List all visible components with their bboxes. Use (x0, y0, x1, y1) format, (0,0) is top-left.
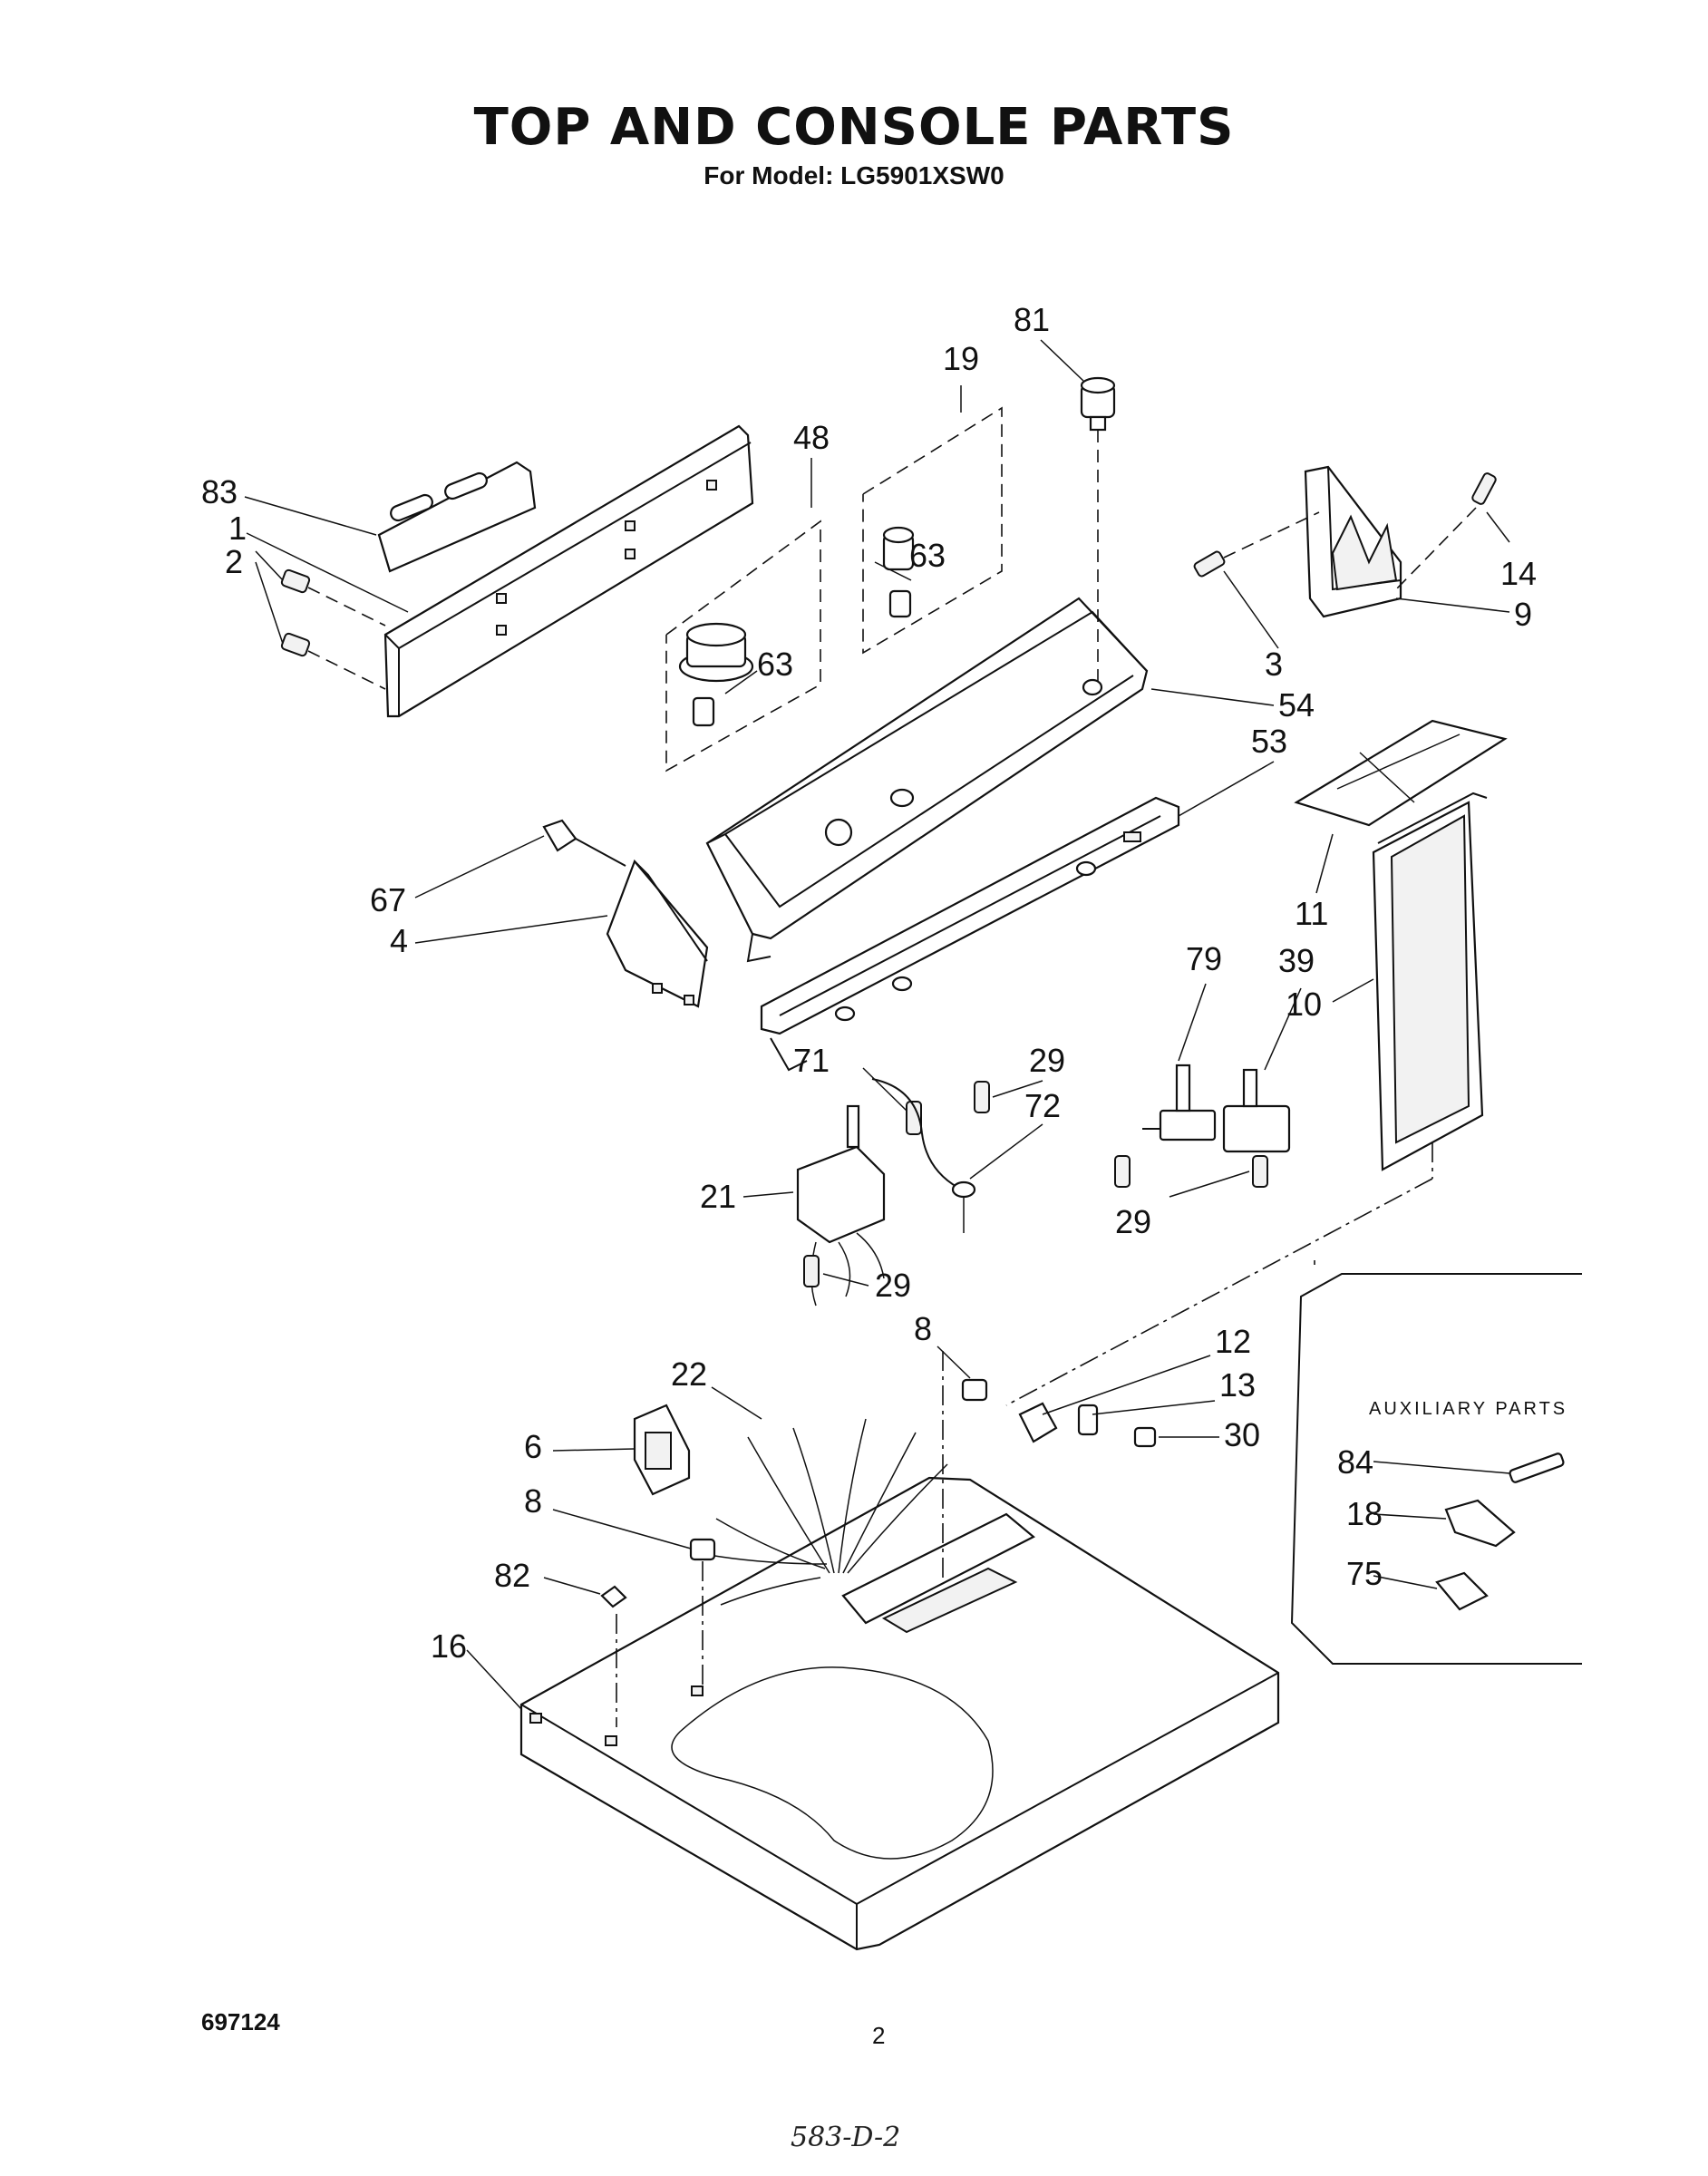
callout-81: 81 (1014, 301, 1050, 338)
callout-labels: 81 19 48 83 1 2 63 63 14 9 3 54 53 67 4 … (201, 301, 1567, 1665)
callout-72: 72 (1024, 1087, 1061, 1124)
document-number: 697124 (201, 2008, 280, 2035)
part-21-timer-motor (796, 1104, 886, 1307)
auxiliary-parts-panel (1290, 1273, 1582, 1665)
leader-lines (244, 339, 1510, 1727)
part-19-knob-group (862, 406, 1003, 655)
page-number: 2 (872, 2022, 886, 2049)
part-72-ground-wire (871, 1078, 976, 1233)
part-79-switch (1142, 1064, 1217, 1141)
part-22-wire-harness (708, 1418, 948, 1606)
callout-53: 53 (1251, 723, 1287, 760)
callout-22: 22 (671, 1355, 707, 1393)
callout-63-upper: 63 (909, 537, 946, 574)
part-39-switch (1222, 1068, 1291, 1153)
part-71-screw (906, 1101, 922, 1135)
part-11-lint-cover (1294, 719, 1508, 827)
callout-4: 4 (390, 922, 408, 959)
callout-82: 82 (494, 1557, 530, 1594)
part-12-bracket (1018, 1402, 1058, 1443)
part-2-screws (280, 568, 386, 690)
part-83-bracket (377, 461, 537, 573)
callout-10: 10 (1286, 986, 1322, 1023)
callout-9: 9 (1514, 596, 1532, 633)
callout-29-lower: 29 (875, 1267, 911, 1304)
callout-67: 67 (370, 881, 406, 918)
part-81-knob (1080, 376, 1116, 685)
part-4-end-cap (606, 859, 709, 1008)
part-54-console (705, 597, 1149, 963)
part-84-terminal (1509, 1452, 1565, 1483)
page-title: TOP AND CONSOLE PARTS (473, 98, 1235, 157)
callout-75: 75 (1346, 1555, 1383, 1592)
callout-19: 19 (943, 340, 979, 377)
callout-29-upper: 29 (1029, 1042, 1065, 1079)
part-53-console-base (760, 796, 1180, 1072)
callout-8-upper: 8 (914, 1310, 932, 1347)
callout-29-right: 29 (1115, 1203, 1151, 1240)
part-29-screws (803, 1081, 1268, 1287)
part-3-screw (1193, 511, 1320, 578)
callout-13: 13 (1219, 1366, 1256, 1404)
part-75-connector (1435, 1571, 1489, 1611)
auxiliary-parts-title: AUXILIARY PARTS (1369, 1399, 1567, 1419)
part-1-rear-panel (383, 424, 754, 718)
callout-21: 21 (700, 1178, 736, 1215)
model-subtitle: For Model: LG5901XSW0 (704, 161, 1004, 189)
callout-71: 71 (793, 1042, 830, 1079)
part-18-terminal (1444, 1499, 1516, 1548)
callout-30: 30 (1224, 1416, 1260, 1453)
callout-3: 3 (1265, 646, 1283, 683)
part-48-knob-group (665, 520, 821, 772)
callout-6: 6 (524, 1428, 542, 1465)
callout-54: 54 (1278, 686, 1315, 724)
part-30-nut (1133, 1426, 1157, 1448)
callout-16: 16 (431, 1627, 467, 1665)
callout-12: 12 (1215, 1323, 1251, 1360)
handwritten-note: 583-D-2 (791, 2122, 901, 2153)
callout-18: 18 (1346, 1495, 1383, 1532)
part-67-clip (542, 819, 626, 867)
callout-83: 83 (201, 473, 238, 510)
part-10-lint-screen (1372, 792, 1488, 1171)
callout-2: 2 (225, 543, 243, 580)
callout-48: 48 (793, 419, 830, 456)
callout-79: 79 (1186, 940, 1222, 977)
part-16-cabinet-top (519, 1476, 1280, 1951)
part-8-grommets (689, 1378, 988, 1561)
part-9-end-cap (1304, 465, 1402, 618)
callout-63-lower: 63 (757, 646, 793, 683)
callout-8-lower: 8 (524, 1482, 542, 1520)
part-13-bolt (1077, 1404, 1099, 1436)
part-82-clip (600, 1585, 627, 1608)
callout-84: 84 (1337, 1443, 1373, 1481)
callout-14: 14 (1500, 555, 1537, 592)
callout-1: 1 (228, 510, 247, 547)
callout-11: 11 (1295, 895, 1328, 932)
callout-39: 39 (1278, 942, 1315, 979)
part-14-screw (1395, 472, 1497, 590)
part-6-terminal-block (633, 1404, 691, 1496)
